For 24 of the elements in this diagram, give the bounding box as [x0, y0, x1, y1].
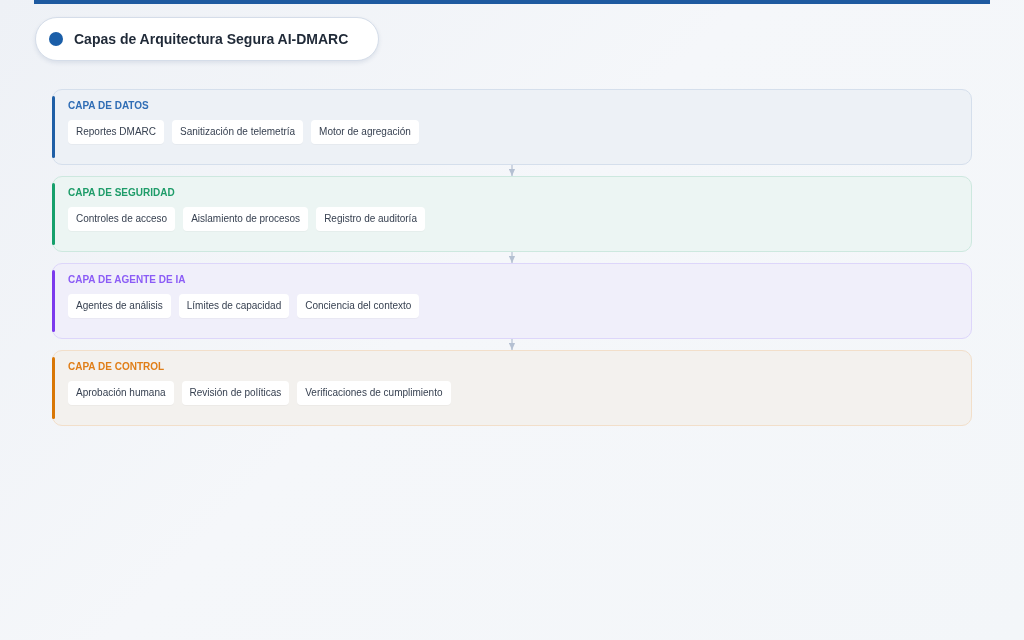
layer-panel: [52, 350, 972, 426]
component-chip: Agentes de análisis: [68, 294, 171, 318]
layer-heading: CAPA DE AGENTE DE IA: [68, 273, 186, 287]
component-chip: Controles de acceso: [68, 207, 176, 231]
component-chip: Reportes DMARC: [68, 120, 165, 144]
component-chip: Aislamiento de procesos: [183, 207, 309, 231]
flow-arrow: [508, 164, 516, 177]
component-chip: Sanitización de telemetría: [172, 120, 304, 144]
layer-panel: [52, 89, 972, 165]
component-chip: Verificaciones de cumplimiento: [297, 381, 451, 405]
flow-arrow: [508, 251, 516, 264]
component-chip: Límites de capacidad: [178, 294, 290, 318]
component-chip: Conciencia del contexto: [297, 294, 420, 318]
component-chip: Aprobación humana: [68, 381, 174, 405]
layer-heading: CAPA DE CONTROL: [68, 360, 165, 374]
layer-panel: [52, 263, 972, 339]
flow-arrow: [508, 338, 516, 351]
component-chip: Revisión de políticas: [181, 381, 290, 405]
layer-heading: CAPA DE SEGURIDAD: [68, 186, 175, 200]
component-chip: Motor de agregación: [311, 120, 419, 144]
layer-panel: [52, 176, 972, 252]
layer-heading: CAPA DE DATOS: [68, 99, 149, 113]
component-chip: Registro de auditoría: [316, 207, 425, 231]
diagram-title: Capas de Arquitectura Segura AI-DMARC: [74, 29, 349, 49]
